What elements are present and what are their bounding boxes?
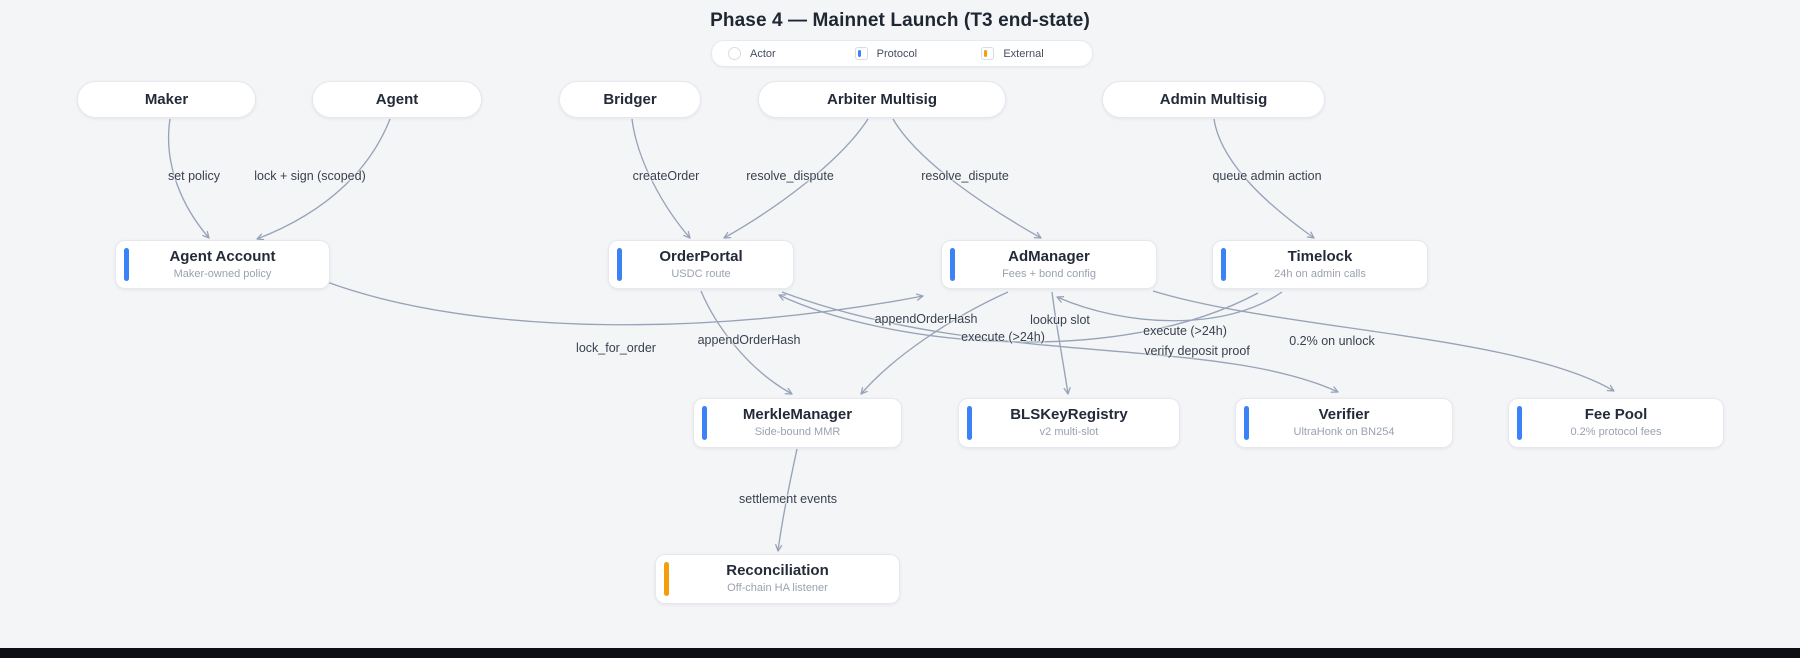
diagram-node-bls-key-registry: BLSKeyRegistry v2 multi-slot bbox=[958, 398, 1180, 448]
edge-label-order-portal-to-verifier: verify deposit proof bbox=[1144, 344, 1250, 358]
edge-timelock-to-ad-manager bbox=[1057, 291, 1283, 322]
edge-timelock-to-order-portal bbox=[779, 292, 1259, 343]
diagram-node-timelock: Timelock 24h on admin calls bbox=[1212, 240, 1428, 289]
edge-label-agent-to-agent-account: lock + sign (scoped) bbox=[254, 169, 366, 183]
node-subtitle: UltraHonk on BN254 bbox=[1293, 426, 1395, 439]
node-title: Maker bbox=[144, 91, 189, 108]
diagram-node-maker: Maker bbox=[77, 81, 256, 118]
edge-merkle-manager-to-reconciliation bbox=[778, 448, 798, 551]
node-title: Bridger bbox=[603, 91, 657, 108]
node-title: Arbiter Multisig bbox=[826, 91, 937, 108]
edge-bridger-to-order-portal bbox=[631, 118, 690, 238]
edge-order-portal-to-verifier bbox=[781, 291, 1338, 392]
actor-swatch-icon bbox=[728, 47, 741, 60]
legend: Actor Protocol External bbox=[711, 40, 1093, 67]
node-title: Reconciliation bbox=[726, 562, 829, 580]
edge-arbiter-multisig-to-ad-manager bbox=[892, 118, 1041, 238]
edge-agent-to-agent-account bbox=[257, 118, 391, 239]
node-accent-bar bbox=[1221, 248, 1226, 281]
node-subtitle: Side-bound MMR bbox=[754, 426, 841, 439]
edge-ad-manager-to-bls-key-registry bbox=[1051, 291, 1068, 394]
node-title: AdManager bbox=[1008, 247, 1090, 265]
node-title: Verifier bbox=[1318, 406, 1370, 424]
legend-item-actor: Actor bbox=[712, 47, 839, 60]
edge-order-portal-to-merkle-manager bbox=[700, 290, 792, 394]
bottom-bar bbox=[0, 648, 1800, 658]
legend-label: Protocol bbox=[876, 47, 918, 60]
edge-maker-to-agent-account bbox=[167, 118, 209, 238]
node-accent-bar bbox=[1517, 406, 1522, 440]
edge-ad-manager-to-fee-pool bbox=[1152, 290, 1614, 391]
external-swatch-bar bbox=[984, 50, 988, 57]
legend-label: External bbox=[1003, 47, 1044, 60]
page-title: Phase 4 — Mainnet Launch (T3 end-state) bbox=[710, 10, 1090, 31]
edge-label-ad-manager-to-bls-key-registry: lookup slot bbox=[1030, 313, 1090, 327]
node-title: Timelock bbox=[1287, 247, 1353, 265]
node-title: Fee Pool bbox=[1584, 406, 1648, 424]
node-accent-bar bbox=[617, 248, 622, 281]
edge-arbiter-multisig-to-order-portal bbox=[724, 118, 869, 238]
node-title: BLSKeyRegistry bbox=[1010, 406, 1128, 424]
node-title: Admin Multisig bbox=[1159, 91, 1268, 108]
edge-label-arbiter-multisig-to-ad-manager: resolve_dispute bbox=[921, 169, 1009, 183]
node-accent-bar bbox=[124, 248, 129, 281]
diagram-node-admin-multisig: Admin Multisig bbox=[1102, 81, 1325, 118]
diagram-node-fee-pool: Fee Pool 0.2% protocol fees bbox=[1508, 398, 1724, 448]
edge-label-bridger-to-order-portal: createOrder bbox=[632, 169, 700, 183]
node-accent-bar bbox=[664, 562, 669, 596]
diagram-node-arbiter-multisig: Arbiter Multisig bbox=[758, 81, 1006, 118]
node-subtitle: Fees + bond config bbox=[1002, 267, 1096, 280]
edge-label-maker-to-agent-account: set policy bbox=[167, 169, 221, 183]
node-accent-bar bbox=[702, 406, 707, 440]
diagram-node-bridger: Bridger bbox=[559, 81, 701, 118]
node-accent-bar bbox=[967, 406, 972, 440]
external-swatch-icon bbox=[981, 47, 995, 60]
edge-label-ad-manager-to-fee-pool: 0.2% on unlock bbox=[1289, 334, 1375, 348]
edge-label-timelock-to-order-portal: execute (>24h) bbox=[961, 330, 1045, 344]
node-subtitle: 24h on admin calls bbox=[1274, 267, 1366, 280]
node-accent-bar bbox=[950, 248, 955, 281]
node-title: Agent bbox=[375, 91, 419, 108]
node-subtitle: Maker-owned policy bbox=[173, 267, 272, 280]
edge-label-ad-manager-to-merkle-manager: appendOrderHash bbox=[874, 312, 978, 326]
protocol-swatch-bar bbox=[857, 50, 861, 57]
node-subtitle: Off-chain HA listener bbox=[727, 582, 828, 595]
edge-ad-manager-to-merkle-manager bbox=[861, 291, 1009, 394]
edge-label-order-portal-to-merkle-manager: appendOrderHash bbox=[697, 333, 801, 347]
edge-admin-multisig-to-timelock bbox=[1213, 118, 1314, 238]
edge-label-admin-multisig-to-timelock: queue admin action bbox=[1212, 169, 1322, 183]
node-accent-bar bbox=[1244, 406, 1249, 440]
node-title: MerkleManager bbox=[742, 406, 853, 424]
edge-label-arbiter-multisig-to-order-portal: resolve_dispute bbox=[746, 169, 834, 183]
node-title: Agent Account bbox=[169, 247, 276, 265]
node-title: OrderPortal bbox=[659, 247, 743, 265]
legend-item-protocol: Protocol bbox=[839, 47, 966, 60]
legend-label: Actor bbox=[750, 47, 776, 60]
edge-label-agent-account-to-ad-manager: lock_for_order bbox=[576, 341, 656, 355]
diagram-node-agent: Agent bbox=[312, 81, 482, 118]
node-subtitle: USDC route bbox=[671, 267, 731, 280]
node-subtitle: 0.2% protocol fees bbox=[1570, 426, 1662, 439]
legend-item-external: External bbox=[965, 47, 1092, 60]
edge-label-merkle-manager-to-reconciliation: settlement events bbox=[739, 492, 837, 506]
protocol-swatch-icon bbox=[854, 47, 868, 60]
node-subtitle: v2 multi-slot bbox=[1039, 426, 1099, 439]
edge-label-timelock-to-ad-manager: execute (>24h) bbox=[1143, 324, 1227, 338]
